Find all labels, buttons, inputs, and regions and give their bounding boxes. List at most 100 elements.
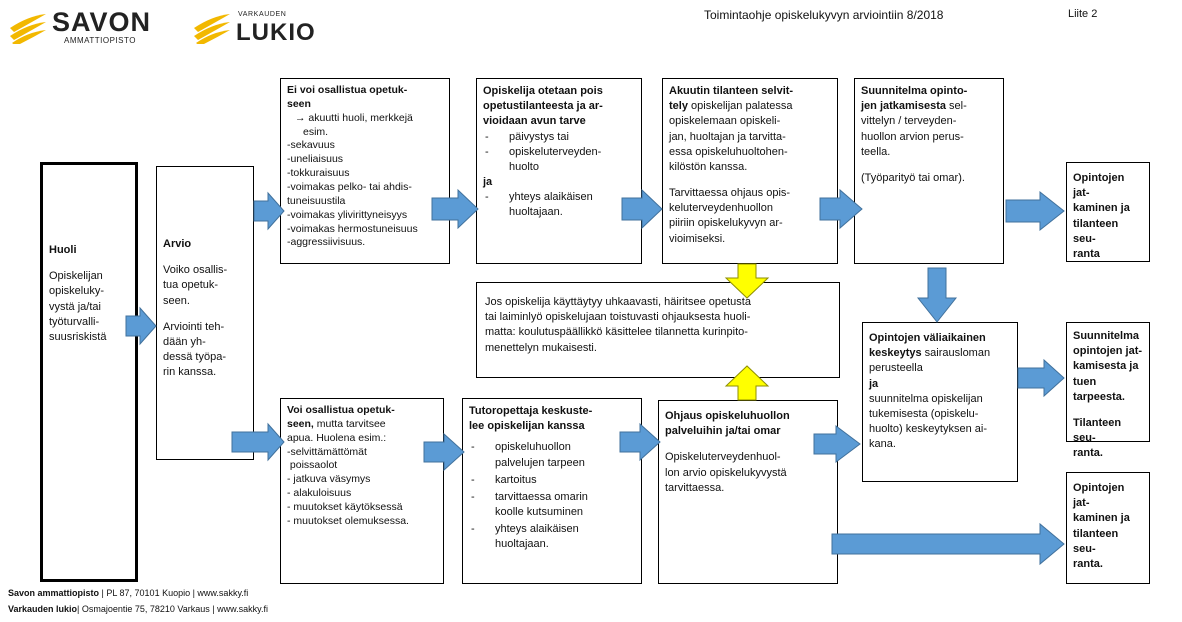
- box-uhkaavasti: Jos opiskelija käyttäytyy uhkaavasti, hä…: [476, 282, 840, 378]
- arrow-right-icon: [831, 522, 1065, 566]
- footer-address-2: | Osmajoentie 75, 78210 Varkaus | www.sa…: [77, 604, 268, 614]
- box-suunnitelma-jatkamisesta: Suunnitelma opinto- jen jatkamisesta sel…: [854, 78, 1004, 264]
- ei-voi-item: -voimakas pelko- tai ahdis-: [287, 181, 412, 194]
- arvio-line: Arviointi teh-: [163, 320, 225, 333]
- arrow-right-icon: [1005, 190, 1065, 232]
- tutor-title: Tutoropettaja keskuste-: [469, 405, 593, 417]
- attachment-label: Liite 2: [1068, 8, 1098, 20]
- voi-item: -selvittämättömät: [287, 445, 367, 458]
- akuutin-title: tely: [669, 100, 688, 113]
- akuutin-line: opiskelijan palatessa: [687, 100, 793, 113]
- box-jatkaminen-2: Opintojen jat- kaminen ja tilanteen seu-…: [1066, 472, 1150, 584]
- arrow-down-icon: [916, 267, 958, 323]
- suunnitelma2-line: Suunnitelma: [1073, 330, 1140, 342]
- jatkaminen1-line: Opintojen jat-: [1073, 172, 1125, 200]
- arvio-line: Voiko osallis-: [163, 264, 228, 277]
- akuutin-line2: Tarvittaessa ohjaus opis-: [669, 187, 791, 200]
- suunnitelma2-line: tuen tarpeesta.: [1073, 375, 1125, 403]
- footer-org-2: Varkauden lukio: [8, 604, 78, 614]
- akuutin-line: essa opiskeluhuoltohen-: [669, 145, 788, 158]
- voi-item: - jatkuva väsymys: [287, 473, 371, 486]
- ei-voi-item: -tokkuraisuus: [287, 167, 350, 180]
- otetaan-title: vioidaan avun tarve: [483, 115, 586, 128]
- arrow-right-icon: [1017, 358, 1065, 398]
- savon-swoosh-icon: [10, 14, 46, 44]
- box-ohjaus: Ohjaus opiskeluhuollon palveluihin ja/ta…: [658, 400, 838, 584]
- huoli-line: Opiskelijan: [49, 270, 103, 283]
- savon-logo-name: SAVON: [52, 7, 152, 37]
- jatkaminen1-line: tilanteen seu-: [1073, 217, 1119, 245]
- akuutin-line: opiskelemaan opiskeli-: [669, 115, 781, 128]
- jatkaminen2-line: tilanteen seu-: [1073, 527, 1119, 555]
- uhkaavasti-line: menettelyn mukaisesti.: [485, 341, 597, 354]
- huoli-title: Huoli: [49, 244, 77, 256]
- otetaan-item: opiskeluterveyden-: [483, 145, 635, 160]
- otetaan-item-cont: huolto: [509, 160, 539, 173]
- voi-item: poissaolot: [287, 459, 338, 472]
- document-title: Toimintaohje opiskelukyvyn arviointiin 8…: [704, 8, 944, 22]
- box-tutoropettaja: Tutoropettaja keskuste- lee opiskelijan …: [462, 398, 642, 584]
- ohjaus-title: Ohjaus opiskeluhuollon: [665, 410, 790, 422]
- lukio-logo-name: LUKIO: [236, 19, 316, 46]
- footer-org-1: Savon ammattiopisto: [8, 588, 100, 598]
- suunnitelma1-line: vittelyn / terveyden-: [861, 115, 957, 128]
- voi-line: mutta tarvitsee: [313, 417, 386, 430]
- suunnitelma2-followup: Tilanteen seu-: [1073, 416, 1122, 445]
- uhkaavasti-line: Jos opiskelija käyttäytyy uhkaavasti, hä…: [485, 296, 751, 308]
- uhkaavasti-line: matta: koulutuspäällikkö käsittelee tila…: [485, 326, 748, 339]
- arvio-line: dään yh-: [163, 335, 206, 348]
- lukio-logo-small: VARKAUDEN: [238, 11, 287, 18]
- savon-logo-sub: AMMATTIOPISTO: [64, 36, 136, 45]
- voi-item: - muutokset käytöksessä: [287, 501, 403, 514]
- otetaan-item: päivystys tai: [483, 130, 635, 145]
- arvio-line: dessä työpa-: [163, 351, 226, 364]
- savon-logo: SAVON AMMATTIOPISTO: [8, 6, 178, 46]
- arvio-line: seen.: [163, 294, 190, 307]
- akuutin-line: jan, huoltajan ja tarvitta-: [669, 130, 786, 143]
- ohjaus-title: palveluihin ja/tai omar: [665, 425, 781, 438]
- box-suunnitelma-tuen-tarpeesta: Suunnitelma opintojen jat- kamisesta ja …: [1066, 322, 1150, 459]
- ei-voi-item: -voimakas hermostuneisuus: [287, 222, 418, 235]
- box-otetaan-pois: Opiskelija otetaan pois opetustilanteest…: [476, 78, 642, 264]
- valiaikainen-title: keskeytys: [869, 347, 922, 360]
- ei-voi-title: Ei voi osallistua opetuk-: [287, 84, 408, 96]
- suunnitelma2-line: opintojen jat-: [1073, 345, 1143, 358]
- ei-voi-item: -aggressiivisuus.: [287, 236, 366, 249]
- suunnitelma1-note: (Työparityö tai omar).: [861, 171, 965, 184]
- jatkaminen2-line: kaminen ja: [1073, 512, 1130, 525]
- akuutin-line2: vioimiseksi.: [669, 232, 726, 245]
- box-voi-osallistua: Voi osallistua opetuk- seen, mutta tarvi…: [280, 398, 444, 584]
- jatkaminen2-line: ranta.: [1073, 557, 1103, 570]
- ohjaus-line: Opiskeluterveydenhuol-: [665, 451, 781, 464]
- otetaan-ja: ja: [483, 176, 493, 189]
- valiaikainen-line: perusteella: [869, 362, 923, 375]
- ei-voi-esim: esim.: [303, 125, 329, 138]
- ohjaus-line: lon arvio opiskelukyvystä: [665, 466, 787, 479]
- arvio-line: rin kanssa.: [163, 366, 217, 379]
- suunnitelma2-followup: ranta.: [1073, 447, 1103, 460]
- suunnitelma1-line: sel-: [946, 100, 967, 113]
- footer-address-1: | PL 87, 70101 Kuopio | www.sakky.fi: [99, 588, 249, 598]
- uhkaavasti-line: tai laiminlyö opiskelujaan toistuvasti o…: [485, 311, 751, 324]
- arvio-line: tua opetuk-: [163, 279, 219, 292]
- voi-line: apua. Huolena esim.:: [287, 431, 387, 444]
- lukio-logo: VARKAUDEN LUKIO: [192, 6, 342, 46]
- voi-item: - alakuloisuus: [287, 487, 352, 500]
- ei-voi-title: seen: [287, 97, 311, 110]
- otetaan-title: Opiskelija otetaan pois: [483, 85, 603, 97]
- footer-line-1: Savon ammattiopisto | PL 87, 70101 Kuopi…: [8, 588, 248, 598]
- huoli-line: opiskeluky-: [49, 285, 105, 298]
- ohjaus-line: tarvittaessa.: [665, 481, 725, 494]
- suunnitelma1-title: jen jatkamisesta: [861, 100, 946, 113]
- ei-voi-item: -sekavuus: [287, 139, 335, 152]
- suunnitelma1-line: huollon arvion perus-: [861, 130, 964, 143]
- footer-line-2: Varkauden lukio| Osmajoentie 75, 78210 V…: [8, 604, 268, 614]
- voi-item: - muutokset olemuksessa.: [287, 514, 409, 527]
- huoli-line: suusriskistä: [49, 330, 107, 343]
- ei-voi-item: -voimakas ylivirittyneisyys: [287, 208, 408, 221]
- box-jatkaminen-1: Opintojen jat- kaminen ja tilanteen seu-…: [1066, 162, 1150, 262]
- akuutin-line: kilöstön kanssa.: [669, 160, 748, 173]
- ei-voi-item: tuneisuustila: [287, 194, 346, 207]
